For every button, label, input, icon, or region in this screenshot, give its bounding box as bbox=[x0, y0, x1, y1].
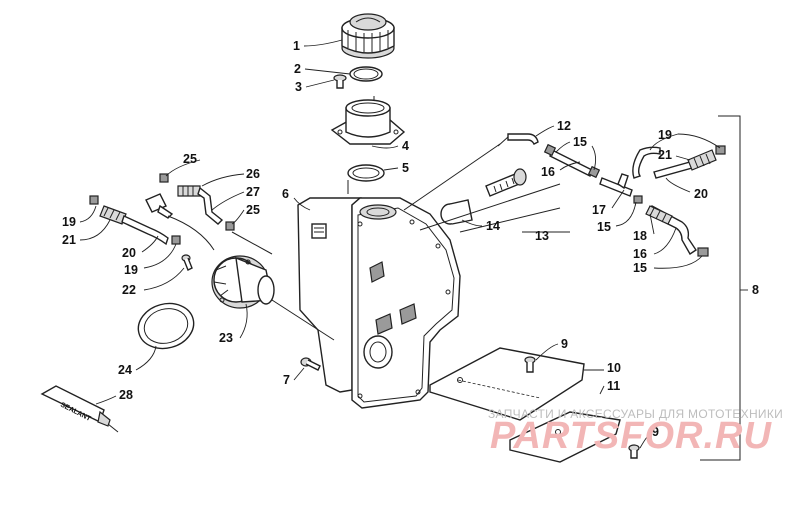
oil-tank bbox=[297, 197, 461, 409]
screw-9a bbox=[524, 356, 536, 373]
callout-4: 4 bbox=[402, 139, 409, 153]
grommet-14 bbox=[440, 199, 473, 225]
sealant-tube: SEALANT bbox=[40, 385, 119, 433]
callouts: 1 2 3 4 5 6 7 8 9 9 10 11 12 13 14 15 15… bbox=[62, 39, 759, 449]
callout-13: 13 bbox=[535, 229, 549, 243]
oil-pump bbox=[211, 255, 275, 309]
bolt-22 bbox=[181, 254, 193, 271]
callout-25b: 25 bbox=[246, 203, 260, 217]
check-valve bbox=[145, 193, 215, 251]
plate-11 bbox=[509, 411, 621, 463]
callout-20b: 20 bbox=[122, 246, 136, 260]
callout-9b: 9 bbox=[652, 425, 659, 439]
callout-15b: 15 bbox=[597, 220, 611, 234]
callout-15c: 15 bbox=[633, 261, 647, 275]
watermark: ЗАПЧАСТИ И АКСЕССУАРЫ ДЛЯ МОТОТЕХНИКИ PA… bbox=[488, 407, 783, 457]
hose-20-right bbox=[632, 145, 726, 179]
callout-1: 1 bbox=[293, 39, 300, 53]
callout-14: 14 bbox=[486, 219, 500, 233]
callout-17: 17 bbox=[592, 203, 606, 217]
callout-3: 3 bbox=[295, 80, 302, 94]
callout-19a: 19 bbox=[658, 128, 672, 142]
callout-19b: 19 bbox=[62, 215, 76, 229]
callout-28: 28 bbox=[119, 388, 133, 402]
watermark-brand: PARTSFOR.RU bbox=[490, 415, 772, 457]
hose-16-lower bbox=[645, 205, 709, 257]
callout-5: 5 bbox=[402, 161, 409, 175]
callout-26: 26 bbox=[246, 167, 260, 181]
plate-10 bbox=[429, 347, 585, 421]
o-ring-2 bbox=[349, 66, 383, 82]
filler-neck bbox=[330, 99, 406, 145]
hose-16-upper bbox=[543, 143, 601, 179]
callout-21b: 21 bbox=[62, 233, 76, 247]
callout-24: 24 bbox=[118, 363, 132, 377]
callout-9a: 9 bbox=[561, 337, 568, 351]
callout-8: 8 bbox=[752, 283, 759, 297]
callout-18: 18 bbox=[633, 229, 647, 243]
callout-7: 7 bbox=[283, 373, 290, 387]
callout-6: 6 bbox=[282, 187, 289, 201]
callout-15a: 15 bbox=[573, 135, 587, 149]
watermark-caption: ЗАПЧАСТИ И АКСЕССУАРЫ ДЛЯ МОТОТЕХНИКИ bbox=[488, 407, 783, 421]
callout-27: 27 bbox=[246, 185, 260, 199]
callout-2: 2 bbox=[294, 62, 301, 76]
elbow-fitting bbox=[497, 133, 539, 147]
fuel-cap bbox=[341, 13, 395, 59]
gasket-5 bbox=[347, 164, 385, 182]
hose-26 bbox=[159, 173, 235, 231]
guide-lines bbox=[231, 96, 748, 461]
callout-23: 23 bbox=[219, 331, 233, 345]
callout-12: 12 bbox=[557, 119, 571, 133]
callout-19c: 19 bbox=[124, 263, 138, 277]
tee-fitting-17 bbox=[599, 173, 643, 204]
screw-3 bbox=[333, 74, 347, 89]
hose-20-left bbox=[89, 195, 181, 246]
callout-22: 22 bbox=[122, 283, 136, 297]
seal-ring-24 bbox=[137, 302, 195, 350]
screw-9b bbox=[628, 444, 640, 459]
callout-16b: 16 bbox=[633, 247, 647, 261]
callout-25a: 25 bbox=[183, 152, 197, 166]
callout-16a: 16 bbox=[541, 165, 555, 179]
callout-21a: 21 bbox=[658, 148, 672, 162]
screw-7 bbox=[300, 357, 321, 371]
callout-20a: 20 bbox=[694, 187, 708, 201]
callout-11: 11 bbox=[607, 379, 620, 393]
strainer bbox=[485, 168, 527, 197]
callout-10: 10 bbox=[607, 361, 621, 375]
